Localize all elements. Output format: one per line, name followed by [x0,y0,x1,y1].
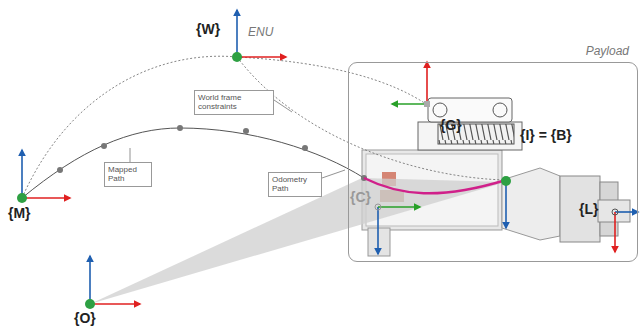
callout-box: Mapped Path [104,162,152,187]
odometry-path [364,178,506,193]
callout-text: World frame constraints [195,91,273,113]
frame-label: {G} [440,118,462,132]
payload-region: Payload [348,62,638,262]
frame-label: {M} [8,206,31,220]
mapped-path [22,128,364,198]
callout-box: World frame constraints [194,90,274,115]
region-heading: Payload [584,44,631,58]
callout-text: Odometry Path [269,173,321,195]
frame-label: {L} [579,202,598,216]
frame-axes [22,10,638,304]
callout-text: Mapped Path [105,163,151,185]
callout-box: Odometry Path [268,172,322,197]
frame-label: {C} [350,190,371,204]
frame-label: {W} [196,22,220,36]
frame-note: ENU [248,26,273,38]
constraint-curves [22,56,506,198]
frame-origins [17,52,618,309]
sensor-payload [362,98,630,256]
frame-label: {I} = {B} [520,128,572,142]
frame-label: {O} [74,311,96,325]
